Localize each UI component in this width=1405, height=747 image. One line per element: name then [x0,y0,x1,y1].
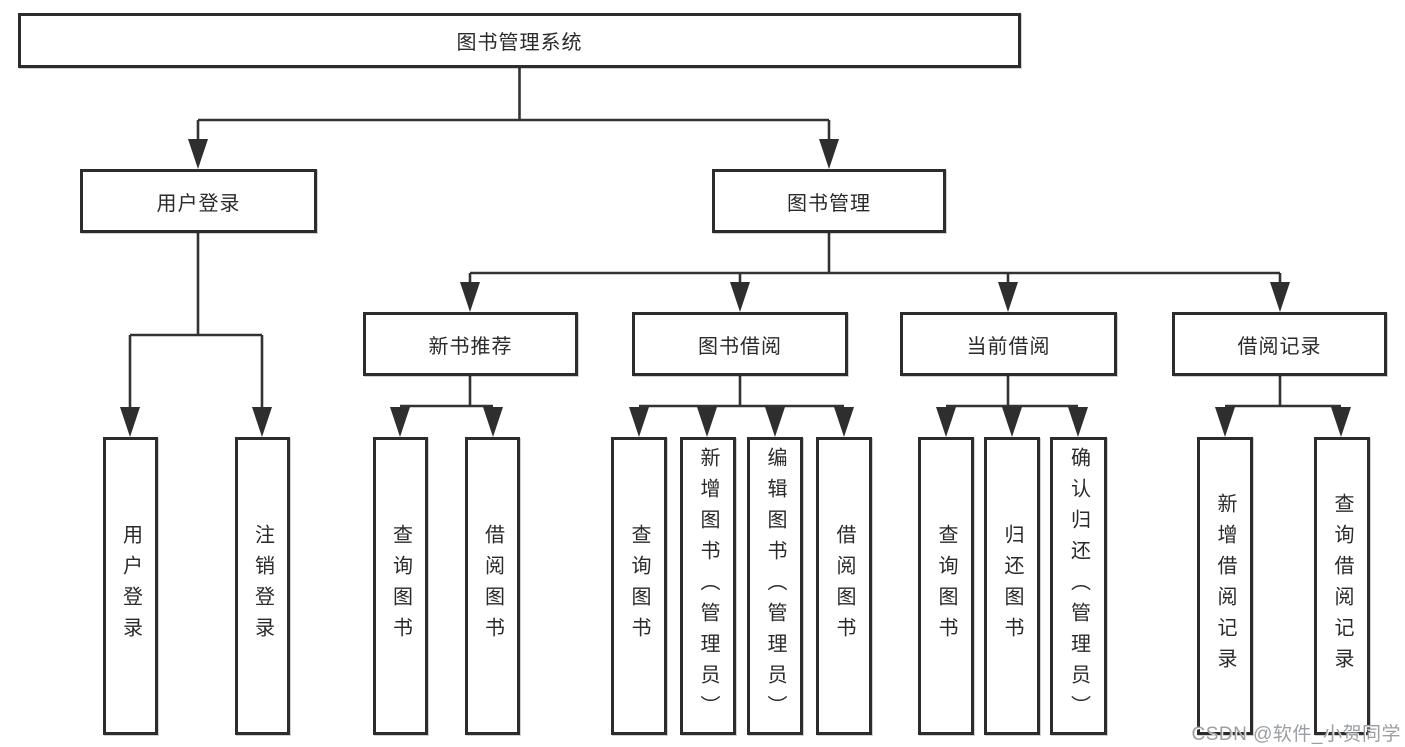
leaf-user-login: 用户登录 [103,437,158,735]
leaf-query-books-borrowing: 查询图书 [611,437,667,735]
leaf-borrow-books-borrowing: 借阅图书 [816,437,872,735]
node-book-borrowing: 图书借阅 [632,312,848,376]
leaf-add-books-admin: 新增图书（管理员） [680,437,736,735]
leaf-borrow-books-newbooks: 借阅图书 [465,437,520,735]
leaf-query-books-borrowing-label: 查询图书 [628,524,650,648]
leaf-add-books-admin-label: 新增图书（管理员） [697,446,719,726]
node-book-management-branch-label: 图书管理 [787,192,871,215]
leaf-user-login-label: 用户登录 [119,524,142,648]
node-book-management-branch: 图书管理 [712,169,946,233]
node-root-label: 图书管理系统 [456,32,583,54]
leaf-add-borrow-record: 新增借阅记录 [1197,437,1253,735]
leaf-query-books-current-label: 查询图书 [935,524,957,648]
leaf-logout-login: 注销登录 [235,437,290,735]
node-user-login-branch-label: 用户登录 [156,192,241,215]
arrowheads [120,139,1351,437]
leaf-query-borrow-record-label: 查询借阅记录 [1331,493,1353,679]
leaf-return-books-label: 归还图书 [1001,524,1023,648]
node-root-library-system: 图书管理系统 [18,13,1021,68]
node-new-book-recommend: 新书推荐 [363,312,578,376]
leaf-add-borrow-record-label: 新增借阅记录 [1214,493,1236,679]
node-current-borrowing-label: 当前借阅 [966,335,1051,358]
leaf-query-borrow-record: 查询借阅记录 [1314,437,1370,735]
connector-strokes [128,68,1341,410]
node-book-borrowing-label: 图书借阅 [698,335,782,358]
leaf-confirm-return-admin: 确认归还（管理员） [1050,437,1107,735]
leaf-confirm-return-admin-label: 确认归还（管理员） [1067,446,1090,726]
leaf-edit-books-admin: 编辑图书（管理员） [747,437,803,735]
leaf-borrow-books-newbooks-label: 借阅图书 [481,524,504,648]
leaf-edit-books-admin-label: 编辑图书（管理员） [764,446,786,726]
leaf-logout-login-label: 注销登录 [251,524,274,648]
node-new-book-recommend-label: 新书推荐 [428,335,513,358]
leaf-query-books-newbooks: 查询图书 [373,437,428,735]
node-borrow-records: 借阅记录 [1172,312,1387,376]
leaf-query-books-newbooks-label: 查询图书 [389,524,412,648]
node-current-borrowing: 当前借阅 [900,312,1117,376]
node-borrow-records-label: 借阅记录 [1237,335,1322,358]
leaf-borrow-books-borrowing-label: 借阅图书 [833,524,855,648]
leaf-return-books: 归还图书 [984,437,1040,735]
leaf-query-books-current: 查询图书 [918,437,974,735]
csdn-watermark: CSDN @软件_小贺同学 [1191,724,1401,745]
node-user-login-branch: 用户登录 [80,169,317,233]
